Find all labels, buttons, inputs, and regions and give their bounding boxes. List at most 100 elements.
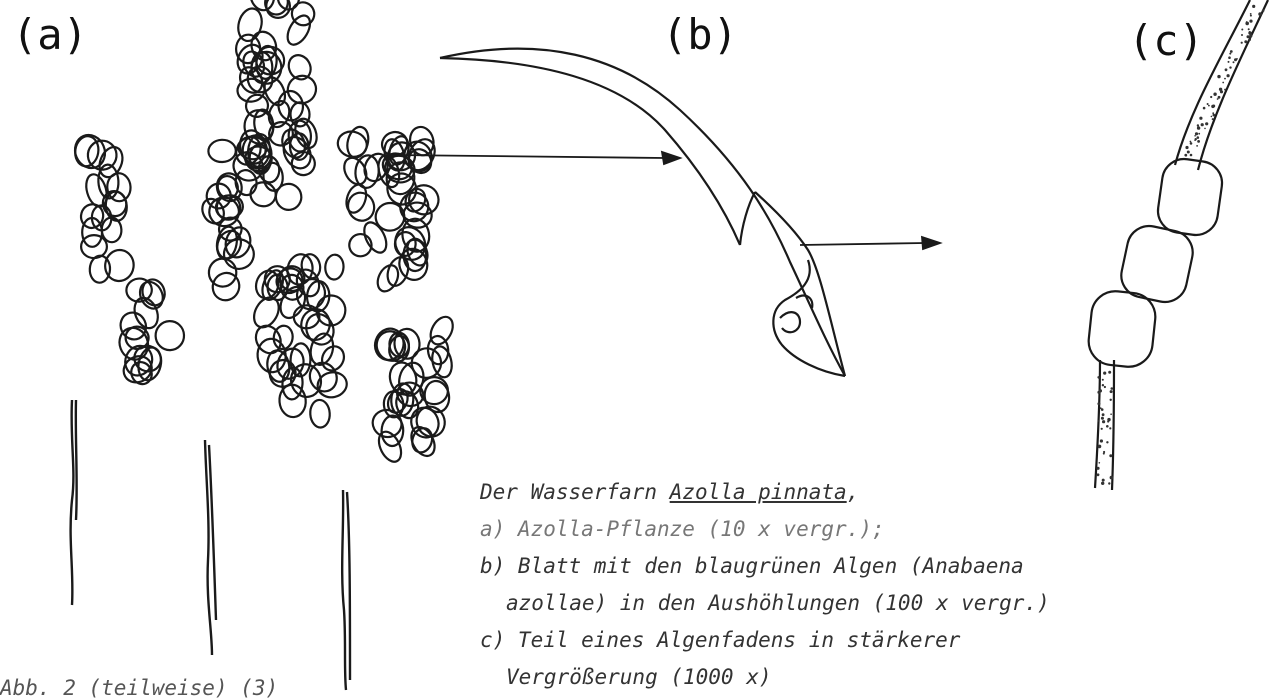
granule xyxy=(1241,29,1243,31)
granule xyxy=(1102,379,1104,381)
granule xyxy=(1100,439,1103,442)
granule xyxy=(1103,372,1106,375)
leaf-lobe xyxy=(324,254,344,280)
granule xyxy=(1098,376,1100,378)
granule xyxy=(1245,22,1249,26)
granule xyxy=(1110,413,1112,415)
granule xyxy=(1203,107,1206,110)
granule xyxy=(1213,114,1216,117)
leaf-lobe xyxy=(73,134,100,167)
granule xyxy=(1253,5,1255,7)
granule xyxy=(1110,476,1114,480)
granule xyxy=(1197,124,1199,126)
granule xyxy=(1102,479,1105,482)
granule xyxy=(1204,128,1206,130)
granule xyxy=(1197,126,1200,129)
granule xyxy=(1205,122,1208,125)
granule xyxy=(1104,386,1106,388)
granule xyxy=(1096,467,1099,470)
granule xyxy=(1207,103,1209,105)
azolla-plant-drawing xyxy=(70,0,457,465)
granule xyxy=(1195,132,1198,135)
leaf-lobe xyxy=(309,399,330,428)
granule xyxy=(1208,105,1210,107)
filament-granules xyxy=(1096,5,1264,485)
granule xyxy=(1230,50,1233,53)
granule xyxy=(1236,58,1238,60)
granule xyxy=(1099,462,1101,464)
granule xyxy=(1249,35,1252,38)
caption-item-a: a) Azolla-Pflanze (10 x vergr.); xyxy=(480,511,1050,548)
granule xyxy=(1211,105,1214,108)
granule xyxy=(1101,482,1104,485)
granule xyxy=(1228,56,1231,59)
granule xyxy=(1110,390,1113,393)
granule xyxy=(1250,13,1252,15)
caption-species: Azolla pinnata xyxy=(670,480,847,504)
panel-label-b: (b) xyxy=(662,10,738,59)
granule xyxy=(1099,389,1102,392)
granule xyxy=(1198,133,1200,135)
arrowhead-alga xyxy=(922,237,940,249)
granule xyxy=(1190,142,1193,145)
granule xyxy=(1219,88,1222,91)
figure-number: Abb. 2 (teilweise) (3) xyxy=(0,676,278,700)
granule xyxy=(1248,28,1250,30)
granule xyxy=(1103,453,1105,455)
granule xyxy=(1210,96,1212,98)
granule xyxy=(1184,154,1187,157)
leaf-lobe xyxy=(208,139,236,162)
leaf-lobe xyxy=(116,308,150,343)
granule xyxy=(1224,78,1226,80)
leaf-lobe xyxy=(360,219,391,256)
caption-item-c: c) Teil eines Algenfadens in stärkerer xyxy=(480,622,1050,659)
granule xyxy=(1102,420,1105,423)
magnification-arrows xyxy=(392,152,940,249)
granule xyxy=(1196,145,1198,147)
granule xyxy=(1101,428,1103,430)
leaf-lobe xyxy=(155,321,184,351)
arrow-leaf-to-alga xyxy=(800,243,925,245)
granule xyxy=(1195,138,1197,140)
granule xyxy=(1100,407,1102,409)
caption-item-b-continued: azollae) in den Aushöhlungen (100 x verg… xyxy=(480,585,1050,622)
granule xyxy=(1106,441,1108,443)
granule xyxy=(1212,112,1214,114)
granule xyxy=(1222,82,1224,84)
panel-label-a: (a) xyxy=(12,10,88,59)
granule xyxy=(1108,371,1111,374)
granule xyxy=(1217,75,1220,78)
granule xyxy=(1241,42,1243,44)
leaf-lobe xyxy=(248,0,277,12)
granule xyxy=(1185,146,1188,149)
algal-filament-drawing xyxy=(1086,0,1268,490)
granule xyxy=(1111,387,1114,390)
leaf-lobe xyxy=(283,71,320,108)
granule xyxy=(1197,136,1200,139)
granule xyxy=(1241,34,1243,36)
caption-item-b: b) Blatt mit den blaugrünen Algen (Anaba… xyxy=(480,548,1050,585)
granule xyxy=(1108,482,1110,484)
granule xyxy=(1201,123,1204,126)
caption-title-prefix: Der Wasserfarn xyxy=(480,480,670,504)
granule xyxy=(1194,135,1196,137)
granule xyxy=(1250,15,1252,17)
granule xyxy=(1199,117,1202,120)
granule xyxy=(1109,454,1112,457)
granule xyxy=(1187,151,1190,154)
leaf-lobe xyxy=(248,180,277,208)
granule xyxy=(1224,89,1226,91)
granule xyxy=(1249,31,1251,33)
panel-label-c: (c) xyxy=(1128,16,1204,65)
leaf-lobe xyxy=(283,12,315,49)
granule xyxy=(1213,93,1216,96)
leaf-lobe xyxy=(407,423,440,460)
granule xyxy=(1225,68,1228,71)
granule xyxy=(1102,413,1105,416)
leaf-lobe xyxy=(426,313,457,348)
granule xyxy=(1217,98,1219,100)
caption-title-suffix: , xyxy=(847,480,860,504)
granule xyxy=(1110,399,1112,401)
granule xyxy=(1233,61,1235,63)
arrowhead-leaf xyxy=(662,152,680,164)
